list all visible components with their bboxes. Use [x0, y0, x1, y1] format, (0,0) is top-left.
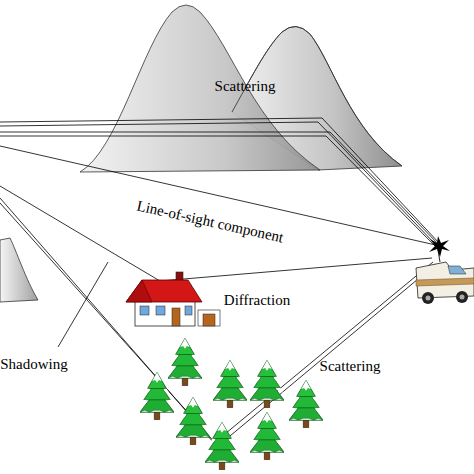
path-label: Scattering [215, 79, 276, 94]
tree [168, 338, 202, 385]
path-label: Diffraction [224, 293, 290, 308]
vehicle [416, 250, 474, 304]
tree [140, 372, 174, 419]
house [126, 272, 220, 326]
path-label: Scattering [320, 359, 381, 374]
propagation-paths [0, 118, 441, 446]
tree [213, 360, 247, 407]
tree [176, 397, 210, 444]
mountain-outline [232, 26, 402, 166]
tree [250, 360, 284, 407]
tree [205, 422, 239, 469]
tree [289, 380, 323, 427]
tree [250, 412, 284, 459]
obstacle [0, 238, 38, 302]
path-label: Shadowing [0, 357, 68, 372]
reception-burst [429, 236, 450, 257]
